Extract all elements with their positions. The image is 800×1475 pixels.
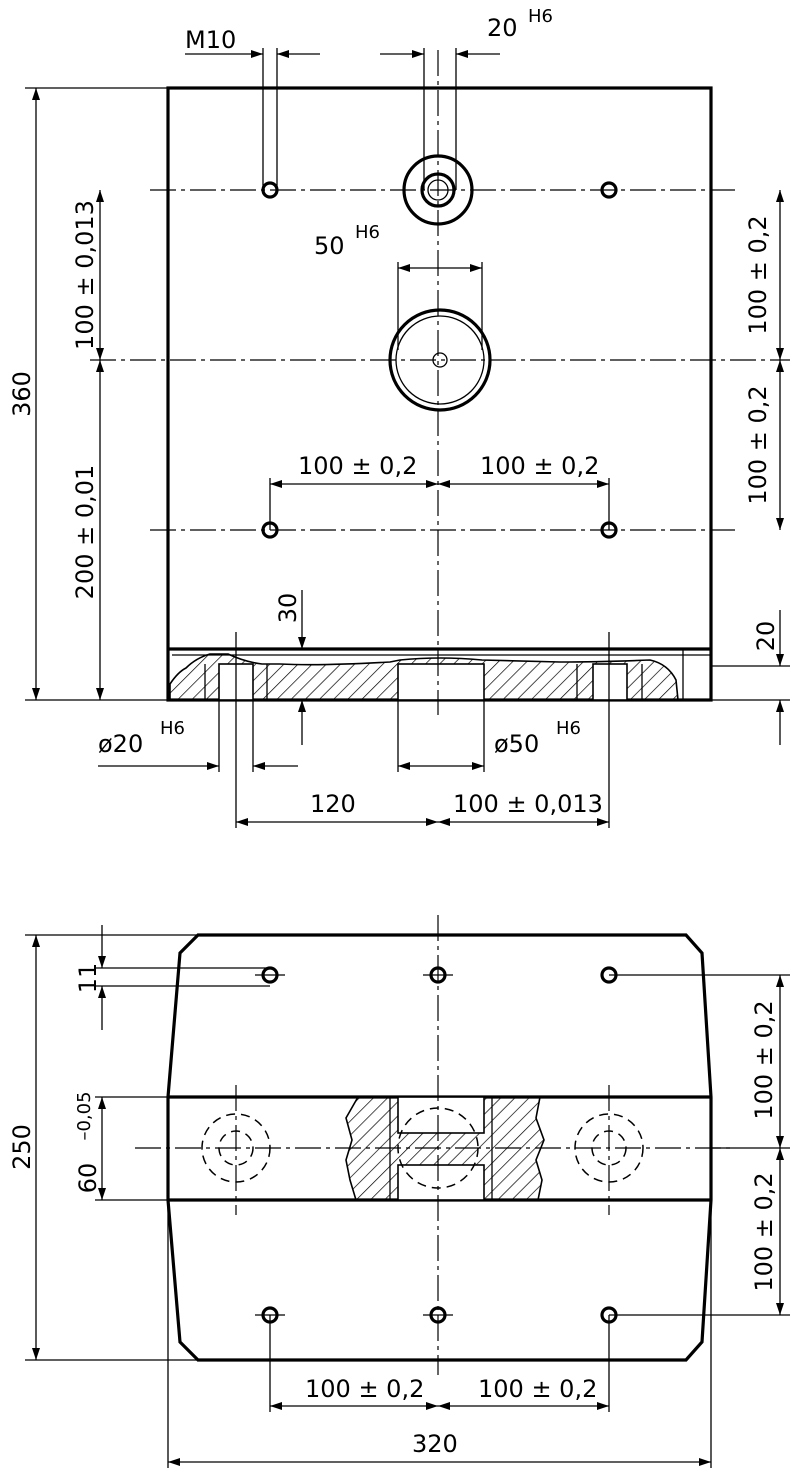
dim-dia50-tol: H6 bbox=[556, 718, 581, 739]
top-slot-upper bbox=[397, 1096, 485, 1134]
dim-30-label: 30 bbox=[274, 593, 302, 624]
top-section-hatch bbox=[345, 1096, 545, 1201]
top-dim-bottom-left-label: 100 ± 0,2 bbox=[305, 1375, 424, 1403]
top-view: 11 250 60 –0,05 100 ± 0,2 100 ± 0,2 100 … bbox=[8, 915, 790, 1468]
bore-20-top bbox=[402, 154, 474, 226]
front-view: M10 20 H6 50 H6 360 100 ± 0,013 200 ± 0,… bbox=[8, 6, 790, 828]
dim-20-right-label: 20 bbox=[752, 621, 780, 652]
dim-60-label: 60 bbox=[74, 1163, 102, 1194]
dim-100-bottom-label: 100 ± 0,013 bbox=[453, 790, 603, 818]
dim-100-0013-label: 100 ± 0,013 bbox=[71, 200, 99, 350]
dim-20-tol: H6 bbox=[528, 6, 553, 27]
bore-50-cut bbox=[397, 663, 485, 701]
bore-50-center bbox=[388, 308, 492, 412]
top-dim-right-lower-label: 100 ± 0,2 bbox=[750, 1172, 778, 1291]
top-slot-lower bbox=[397, 1164, 485, 1201]
dim-250-label: 250 bbox=[8, 1124, 36, 1170]
dim-320-label: 320 bbox=[412, 1430, 458, 1458]
dim-200-001-label: 200 ± 0,01 bbox=[71, 465, 99, 600]
bore-right-cut bbox=[592, 663, 628, 701]
dim-60-tol: –0,05 bbox=[74, 1091, 95, 1140]
m10-hole-top-right bbox=[600, 181, 618, 199]
dim-dia20-label: ø20 bbox=[98, 730, 143, 758]
dim-dia20-tol: H6 bbox=[160, 718, 185, 739]
dim-horiz-left-label: 100 ± 0,2 bbox=[298, 452, 417, 480]
dim-50-tol: H6 bbox=[355, 222, 380, 243]
hidden-bore-right bbox=[574, 1113, 644, 1183]
dim-horiz-right-label: 100 ± 0,2 bbox=[480, 452, 599, 480]
dim-right-upper-label: 100 ± 0,2 bbox=[744, 215, 772, 334]
hidden-bore-center bbox=[397, 1107, 479, 1189]
top-dim-right-upper-label: 100 ± 0,2 bbox=[750, 1000, 778, 1119]
dim-dia50-label: ø50 bbox=[494, 730, 539, 758]
top-dim-bottom-right-label: 100 ± 0,2 bbox=[478, 1375, 597, 1403]
dim-120-label: 120 bbox=[310, 790, 356, 818]
dim-360-label: 360 bbox=[8, 371, 36, 417]
dim-right-lower-label: 100 ± 0,2 bbox=[744, 385, 772, 504]
dim-50-label: 50 bbox=[314, 232, 345, 260]
dim-20-label: 20 bbox=[487, 14, 518, 42]
hidden-bore-left bbox=[201, 1113, 271, 1183]
dim-m10-label: M10 bbox=[185, 26, 236, 54]
dim-11-label: 11 bbox=[74, 963, 102, 994]
